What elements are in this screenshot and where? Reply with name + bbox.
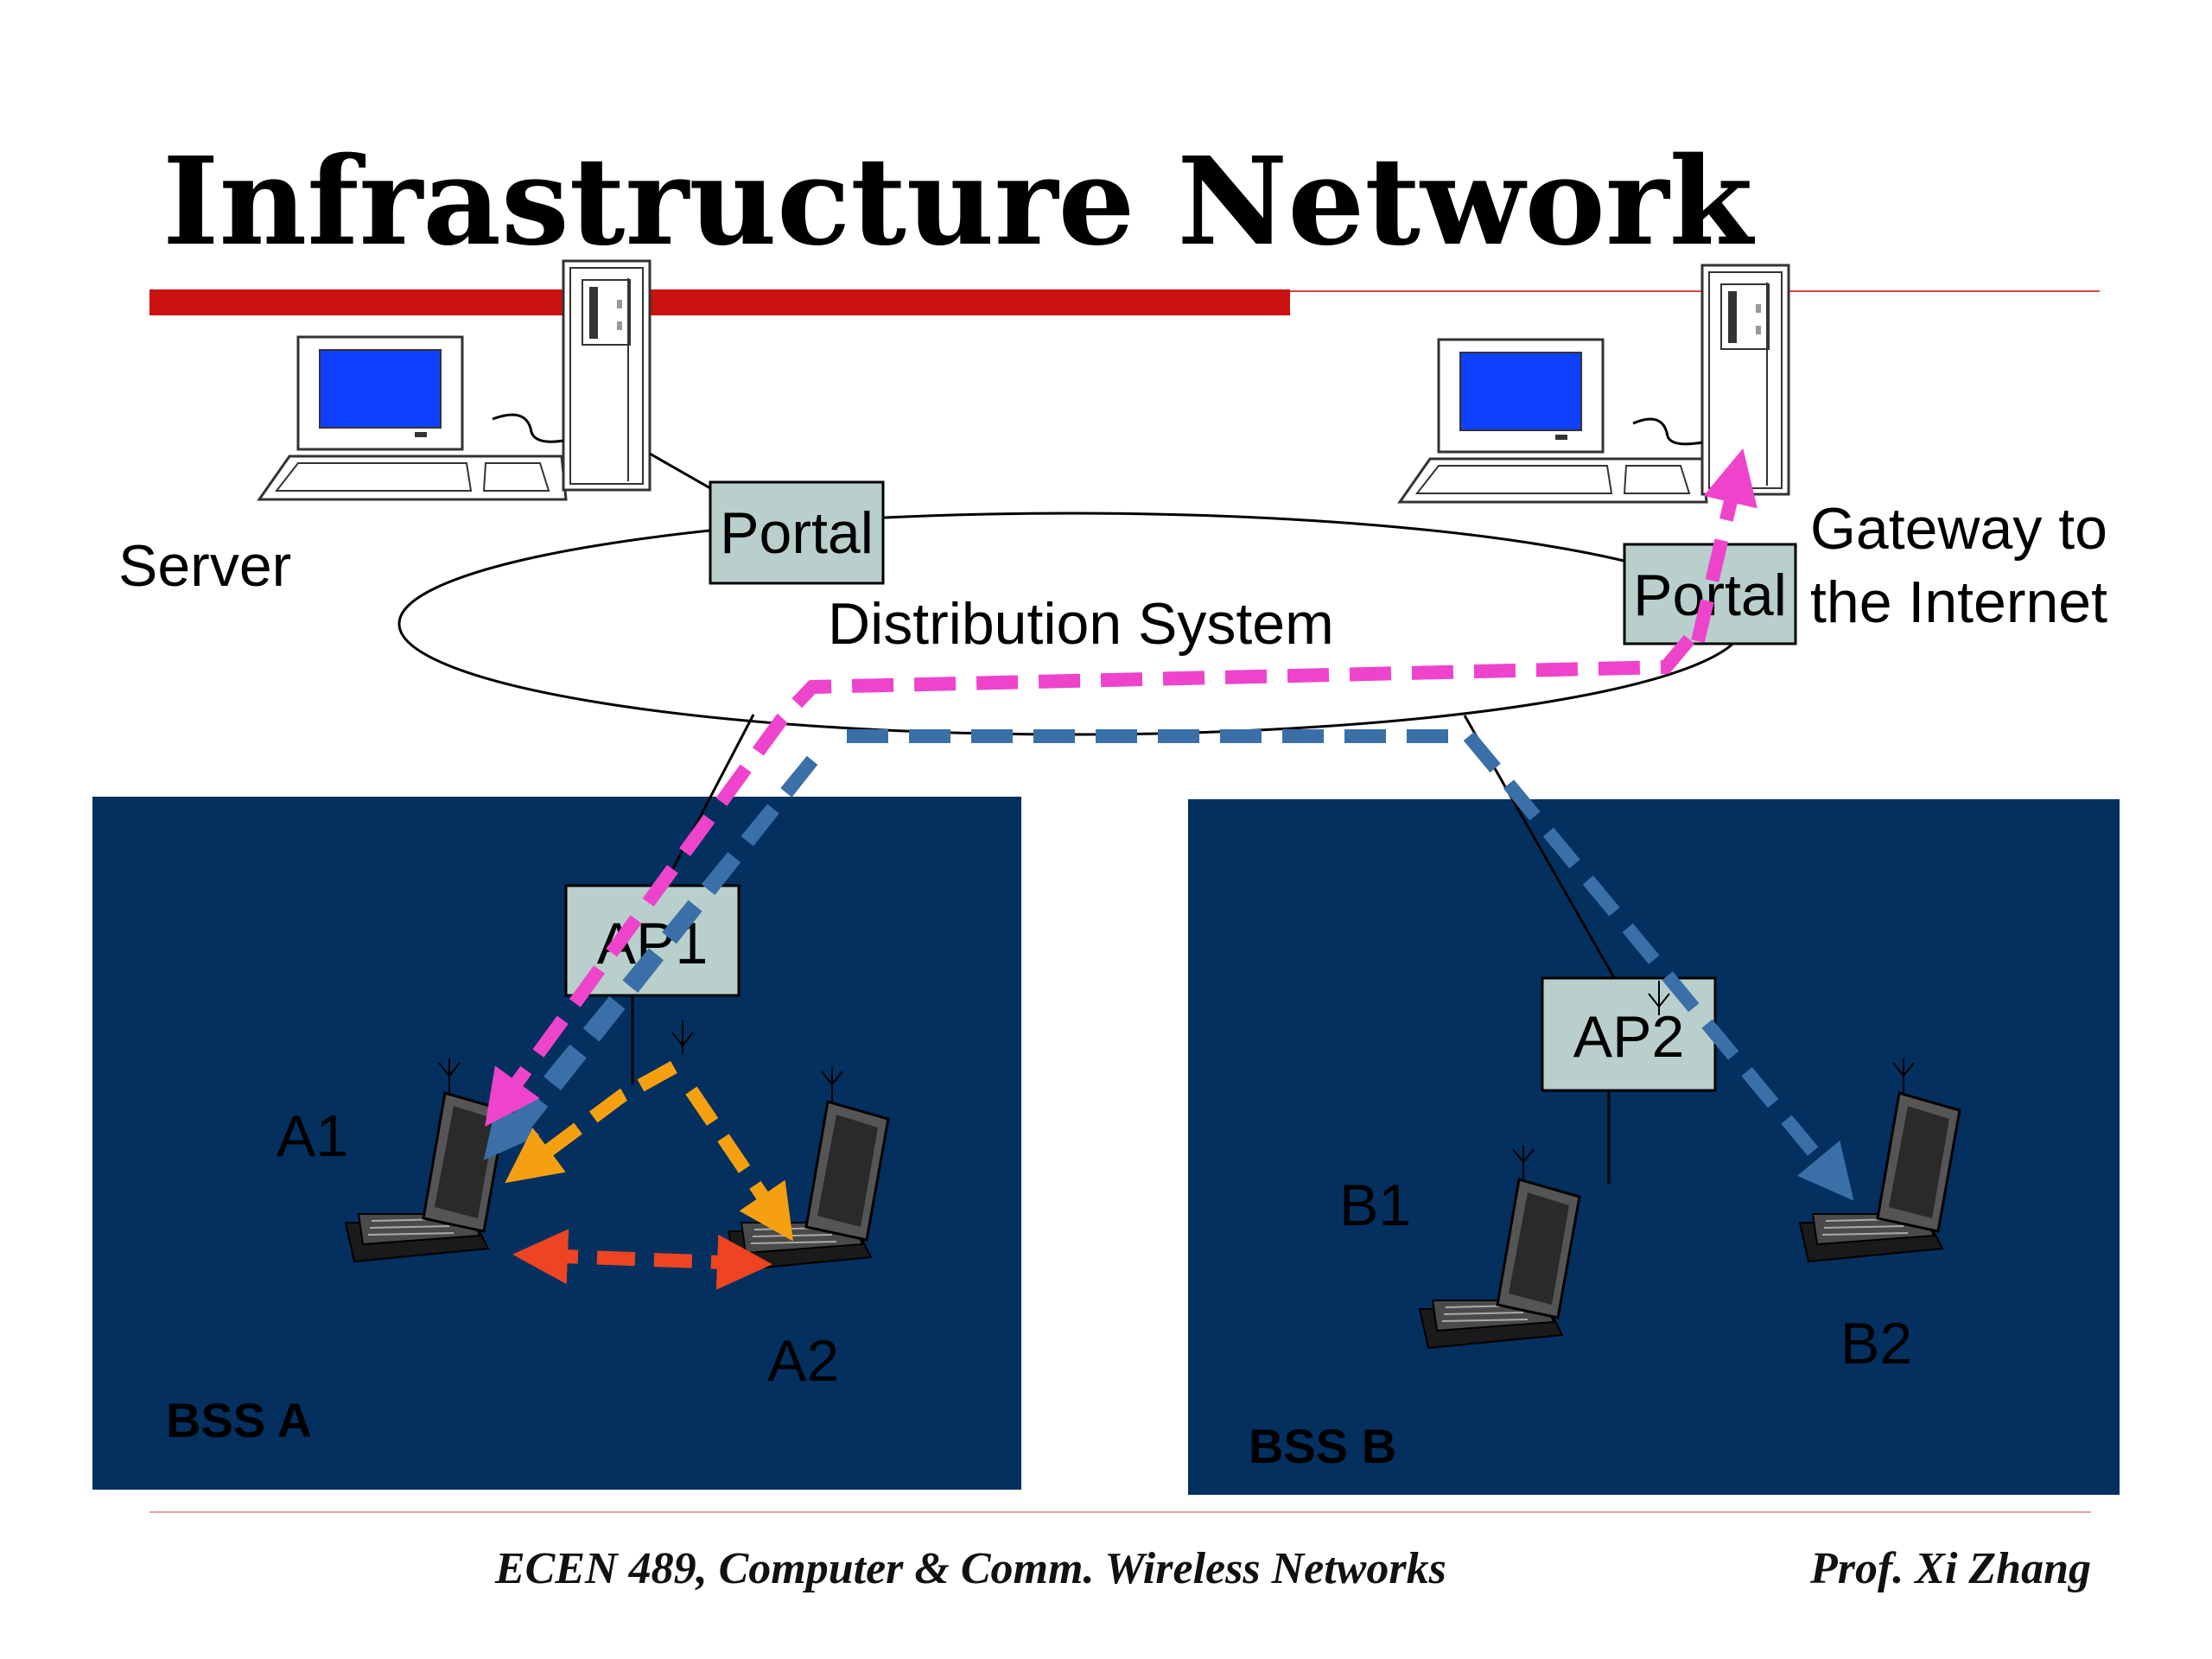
- desktop-computer-icon: [257, 335, 568, 501]
- station-b2-label: B2: [1840, 1311, 1912, 1376]
- ap2-label: AP2: [1573, 1004, 1685, 1070]
- arrow-icon: [1691, 448, 1758, 643]
- bss-b-region: [1188, 799, 2120, 1495]
- station-a2-label: A2: [767, 1328, 839, 1394]
- portal-right-box: [1623, 543, 1797, 645]
- computer-cable: [492, 413, 564, 443]
- server-portal-link: [649, 452, 711, 490]
- bss-a-label: BSS A: [166, 1393, 312, 1447]
- path-a2-via-ap1-to-a1-arrow: [505, 1060, 677, 1184]
- ds-ap1-link: [659, 714, 755, 893]
- slide-title: Infrastructure Network: [162, 131, 1756, 273]
- path-a1-to-internet-arrow: [485, 634, 1695, 1127]
- antenna-icon: [671, 1020, 694, 1054]
- arrow-icon: [685, 1086, 793, 1242]
- path-a1-a2-direct-arrow: [512, 1229, 772, 1290]
- station-a1-label: A1: [276, 1103, 348, 1169]
- gateway-label-line1: Gateway to: [1810, 496, 2107, 562]
- footer-course: ECEN 489, Computer & Comm. Wireless Netw…: [494, 1544, 1446, 1593]
- footer-author: Prof. Xi Zhang: [1809, 1544, 2091, 1593]
- server-label: Server: [118, 533, 291, 599]
- bss-b-label: BSS B: [1249, 1419, 1396, 1473]
- computer-cable: [1632, 417, 1703, 446]
- tower-computer-icon: [1700, 264, 1790, 496]
- arrow-icon: [483, 755, 818, 1160]
- portal-left-label: Portal: [720, 500, 874, 566]
- title-underline-bar: [149, 289, 1290, 315]
- antenna-icon: [1648, 981, 1670, 1015]
- tower-computer-icon: [562, 259, 652, 492]
- gateway-label-line2: the Internet: [1810, 569, 2107, 635]
- station-b1-label: B1: [1339, 1173, 1411, 1238]
- distribution-system-label: Distribution System: [828, 591, 1334, 657]
- portal-left-box: [709, 480, 885, 585]
